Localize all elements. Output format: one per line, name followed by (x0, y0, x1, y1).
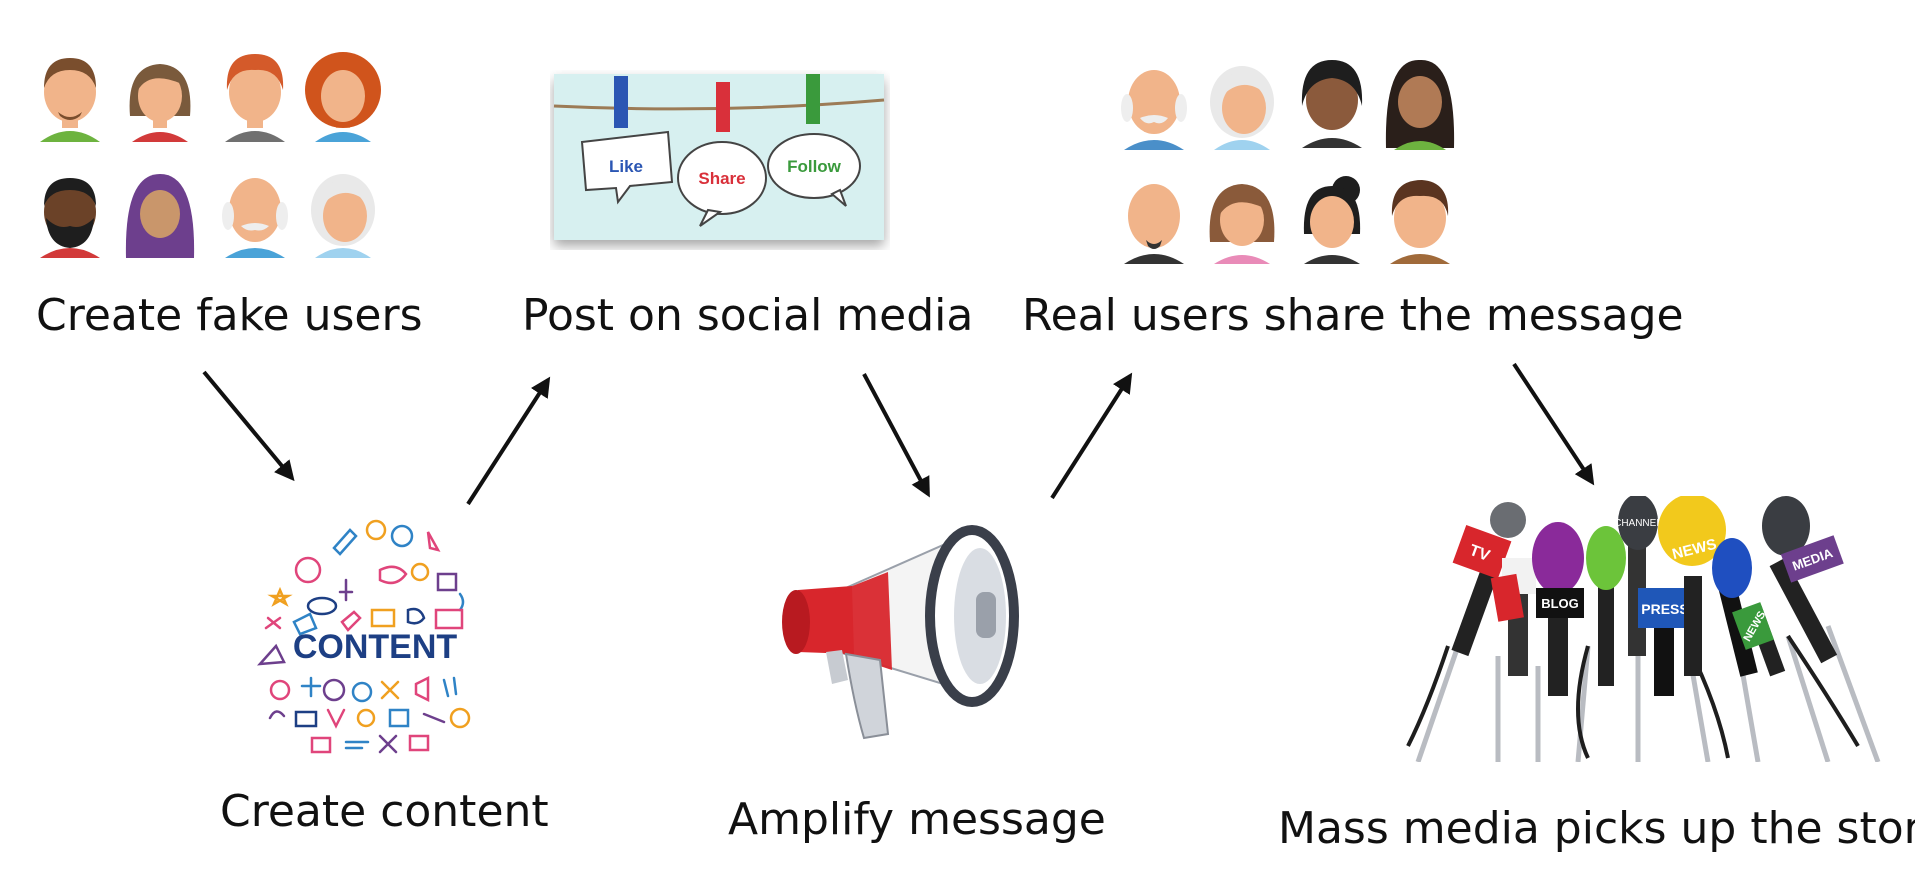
svg-text:BLOG: BLOG (1541, 596, 1579, 611)
social-media-image: Like Share Follow (553, 74, 885, 240)
svg-text:CONTENT: CONTENT (293, 628, 458, 666)
svg-text:Like: Like (609, 157, 643, 176)
share-tag: Share (677, 82, 767, 227)
arrow-icon (1050, 372, 1133, 500)
follow-tag: Follow (767, 74, 861, 207)
svg-text:Follow: Follow (787, 157, 842, 176)
microphone-icon (1712, 538, 1758, 677)
avatar-icon (1209, 184, 1275, 264)
svg-text:Share: Share (698, 169, 745, 188)
microphones-image: TV BLOG CHANNEL PRESS (1406, 496, 1881, 762)
microphone-icon (1586, 526, 1626, 686)
step-label-fake-users: Create fake users (36, 290, 423, 341)
svg-text:TV: TV (1467, 542, 1492, 565)
avatar-icon (1124, 184, 1184, 264)
avatar-icon (1210, 66, 1274, 150)
microphone-icon: NEWS (1658, 496, 1726, 676)
svg-text:CHANNEL: CHANNEL (1614, 518, 1662, 529)
megaphone-icon (782, 525, 1019, 740)
avatar-icon (1303, 176, 1361, 264)
avatar-icon (40, 178, 100, 258)
avatar-icon (222, 178, 288, 258)
avatar-icon (125, 174, 195, 258)
microphone-icon: TV (1451, 502, 1526, 657)
avatar-icon (1121, 70, 1187, 150)
arrow-icon (202, 370, 295, 482)
avatar-icon (40, 58, 100, 142)
step-label-post-social: Post on social media (522, 290, 974, 341)
clothespin-icon (614, 76, 628, 128)
microphone-icon (1490, 558, 1536, 676)
avatar-icon (225, 54, 285, 142)
microphone-icon: MEDIA (1762, 496, 1844, 664)
microphone-icon: PRESS (1638, 588, 1692, 696)
avatar-icon (129, 64, 191, 142)
avatar-icon (305, 52, 381, 142)
step-label-create-content: Create content (220, 786, 549, 837)
step-label-real-users: Real users share the message (1022, 290, 1684, 341)
avatar-icon (1385, 59, 1455, 150)
microphone-icon: NEWS (1732, 602, 1786, 677)
real-users-avatars (1121, 59, 1455, 264)
avatar-icon (1301, 60, 1363, 148)
avatar-icon (1390, 180, 1450, 264)
like-tag: Like (580, 76, 674, 205)
arrow-icon (466, 376, 551, 506)
step-label-mass-media: Mass media picks up the story (1278, 803, 1915, 854)
svg-text:PRESS: PRESS (1641, 601, 1688, 617)
content-icon: CONTENT (256, 519, 471, 754)
clothespin-icon (716, 82, 730, 132)
arrow-icon (862, 373, 930, 498)
microphone-icon: BLOG (1532, 522, 1584, 696)
arrow-icon (1512, 362, 1595, 486)
clothespin-icon (806, 74, 820, 124)
avatar-icon (311, 174, 375, 258)
step-label-amplify: Amplify message (728, 794, 1106, 845)
fake-users-avatars (40, 52, 381, 258)
